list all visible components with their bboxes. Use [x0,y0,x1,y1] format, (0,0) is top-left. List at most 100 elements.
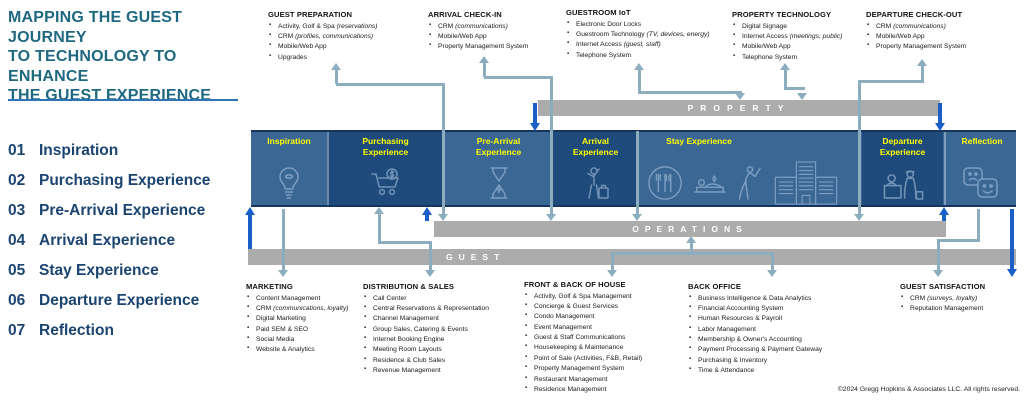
callout-item: Channel Management [363,313,515,324]
front-desk-icon [882,167,924,200]
arrow-up-icon [939,207,949,215]
connector-line [636,131,639,215]
stage-pre-arrival-experience: Pre-Arrival Experience [445,132,552,205]
dining-icon [646,164,684,202]
stage-label: Pre-Arrival Experience [475,136,522,158]
page-title: MAPPING THE GUEST JOURNEY TO TECHNOLOGY … [8,8,252,106]
journey-step-6: 06 Departure Experience [8,286,210,316]
arrow-down-icon [1007,269,1017,277]
journey-step-number: 07 [8,322,26,339]
callout-item: Property Management System [428,41,570,52]
callout-item: Electronic Door Locks [566,18,726,30]
stage-separator [327,132,329,205]
feedback-masks-icon [961,166,1001,200]
callout-item: Central Reservations & Representation [363,303,515,314]
callout-item: Point of Sale (Activities, F&B, Retail) [524,353,682,364]
operations-band-label: OPERATIONS [632,224,748,234]
connector-line [550,76,553,215]
stage-purchasing-experience: Purchasing Experience [327,132,444,205]
connector-line-blue [533,103,537,124]
callout-item: Activity, Golf & Spa (reservations) [268,20,424,32]
stage-icons [862,162,943,204]
connector-line [282,209,285,270]
stage-label: Stay Experience [666,136,732,146]
journey-step-number: 06 [8,292,26,309]
callout-item-list: CRM (communications)Mobile/Web AppProper… [428,20,570,53]
arrow-down-icon [854,214,864,221]
arrow-up-icon [780,63,790,70]
page-title-line: MAPPING THE GUEST JOURNEY [8,9,183,46]
lightbulb-icon [276,166,302,200]
callout-arrival-check-in: ARRIVAL CHECK-IN CRM (communications)Mob… [428,10,570,53]
callout-item: Reputation Management [900,303,1024,314]
connector-line [483,63,486,77]
callout-guest-preparation: GUEST PREPARATION Activity, Golf & Spa (… [268,10,424,63]
callout-item-list: Digital SignageInternet Access (meetings… [732,20,874,64]
connector-line [938,239,980,242]
callout-item: Restaurant Management [524,373,682,385]
arrow-up-icon [479,56,489,63]
callout-item-list: Business Intelligence & Data AnalyticsFi… [688,292,848,377]
journey-step-label: Departure Experience [39,292,200,309]
resort-icon [771,160,841,206]
callout-item: Revenue Management [363,365,515,376]
arrow-down-icon [735,93,745,100]
callout-item: Telephone System [566,50,726,61]
page-title-line: THE GUEST EXPERIENCE [8,87,212,105]
callout-item: Payment Processing & Payment Gateway [688,344,848,355]
spa-icon [693,171,727,196]
callout-title: FRONT & BACK OF HOUSE [524,280,626,289]
callout-item: Residence & Club Sales [363,355,515,366]
connector-line [858,80,861,215]
arrow-down-icon [546,214,556,221]
callout-item: Condo Management [524,311,682,322]
property-band: PROPERTY [538,100,940,116]
callout-item-list: CRM (communications)Mobile/Web AppProper… [866,20,1024,53]
arrow-up-icon [686,236,696,243]
journey-step-label: Reflection [39,322,114,339]
callout-item: Membership & Owner's Accounting [688,334,848,345]
journey-step-3: 03 Pre-Arrival Experience [8,196,210,226]
callout-title: MARKETING [246,282,293,291]
connector-line [378,241,432,244]
callout-departure-check-out: DEPARTURE CHECK-OUT CRM (communications)… [866,10,1024,53]
stage-separator [944,132,946,205]
callout-item: Purchasing & Inventory [688,355,848,366]
arrow-down-icon [767,270,777,277]
property-band-label: PROPERTY [687,103,791,113]
arrow-up-icon [634,63,644,70]
callout-item: CRM (surveys, loyalty) [900,292,1024,304]
stage-icons [638,160,842,206]
stage-label: Arrival Experience [572,136,619,158]
journey-step-label: Pre-Arrival Experience [39,202,206,219]
stage-icons [251,162,327,204]
callout-back-office: BACK OFFICE Business Intelligence & Data… [688,282,848,377]
callout-item: Internet Access (meetings, public) [732,31,874,42]
callout-title: ARRIVAL CHECK-IN [428,10,502,19]
stage-inspiration: Inspiration [251,132,327,205]
arrow-down-icon [530,123,540,131]
callout-item: Social Media [246,334,362,345]
callout-marketing: MARKETING Content ManagementCRM (communi… [246,282,362,356]
arrow-down-icon [933,270,943,277]
callout-item-list: Activity, Golf & Spa (reservations)CRM (… [268,20,424,64]
callout-item: CRM (profiles, communications) [268,31,424,42]
journey-step-1: 01 Inspiration [8,136,210,166]
stage-stay-experience: Stay Experience [638,132,842,205]
connector-line-blue [942,215,946,221]
arrow-down-icon [278,270,288,277]
journey-step-5: 05 Stay Experience [8,256,210,286]
stage-departure-experience: Departure Experience [862,132,943,205]
arrow-down-icon [607,270,617,277]
journey-step-7: 07 Reflection [8,316,210,346]
stage-icons [553,162,638,204]
connector-line [484,76,553,79]
journey-step-list: 01 Inspiration 02 Purchasing Experience … [8,136,210,346]
journey-step-label: Purchasing Experience [39,172,211,189]
journey-step-number: 02 [8,172,26,189]
guest-band-label: GUEST [446,252,506,262]
callout-item: Paid SEM & SEO [246,324,362,335]
connector-line [442,83,445,215]
callout-title: GUESTROOM IoT [566,8,631,17]
